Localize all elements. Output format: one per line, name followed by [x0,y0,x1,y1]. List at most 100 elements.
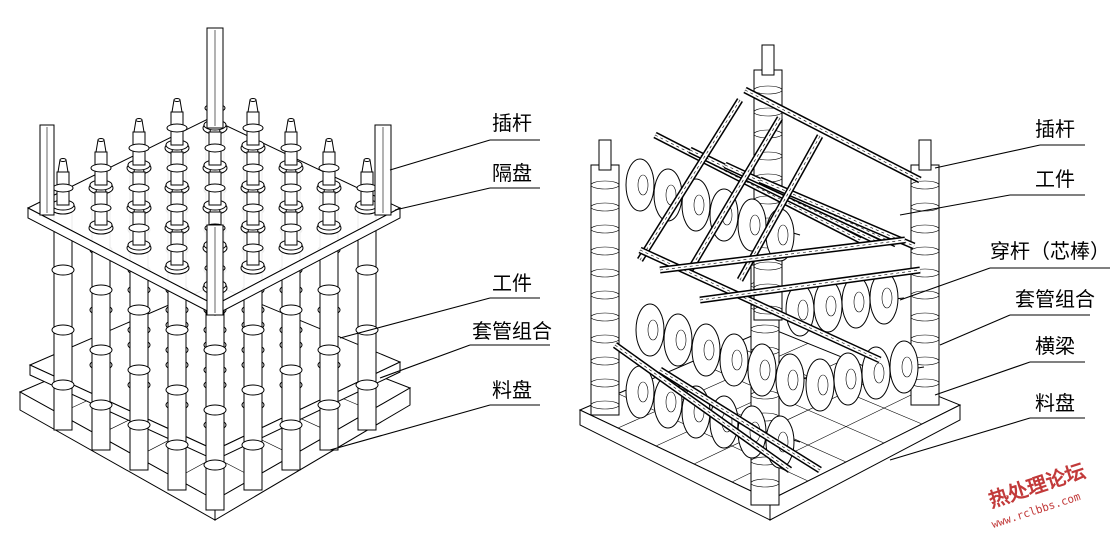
roll-hub [637,174,649,196]
column-ring [127,419,151,431]
column-ring [317,344,341,356]
workpiece-roll [681,178,711,232]
column-ring [127,364,151,376]
cross-beam-inner [688,116,782,272]
workpiece-collar [318,163,340,173]
roll-hub [797,299,809,321]
workpiece-collar [166,163,188,173]
workpiece-column [167,269,187,491]
sleeve-ring [590,290,620,300]
workpiece-collar [52,183,74,193]
right-cross-beams [612,86,922,473]
left-insert-rods [39,27,392,316]
right-label-insert-rod: 插杆 [1035,117,1075,141]
column-ring [317,399,341,411]
roll-hub [881,287,893,309]
column-ring [165,439,189,451]
left-label-separator: 隔盘 [492,161,532,185]
column-ring [51,379,75,391]
workpiece-collar [90,203,112,213]
sleeve-ring [590,180,620,190]
sleeve-ring [753,85,783,95]
column-ring [279,304,303,316]
column-ring [279,364,303,376]
workpiece-collar [318,203,340,213]
roll-hub [731,349,743,371]
workpiece-collar [90,163,112,173]
workpiece-tip-top [97,138,105,142]
column-ring [203,404,227,416]
workpiece-tip-top [59,158,67,162]
column-ring [51,264,75,276]
workpiece-tip-top [287,118,295,122]
roll-hub [817,374,829,396]
insert-rod [918,139,932,171]
column-ring [317,284,341,296]
cross-beam-chain [659,369,821,471]
workpiece-roll [889,340,919,394]
sleeve-ring [590,246,620,256]
column-ring [355,264,379,276]
workpiece-roll [663,313,693,367]
workpiece-column [281,249,301,471]
workpiece-collar [166,123,188,133]
workpiece-roll [833,352,863,406]
workpiece-roll [775,353,805,407]
cross-beam-inner [613,343,792,472]
column-ring [241,384,265,396]
roll-hub [749,214,761,236]
column-ring [203,344,227,356]
sleeve-ring [753,261,783,271]
sleeve-column [590,164,620,416]
workpiece-roll [813,279,843,333]
workpiece-collar [204,143,226,153]
workpiece-roll [805,358,835,412]
left-leader-lines [329,139,550,451]
workpiece-column [357,209,377,431]
right-label-beam: 横梁 [1035,334,1075,358]
workpiece-collar [166,243,188,253]
workpiece-collar [166,203,188,213]
workpiece-roll [869,271,899,325]
roll-hub [703,339,715,361]
left-label-sleeve: 套管组合 [472,319,552,343]
workpiece-roll [635,303,665,357]
roll-hub [665,391,677,413]
workpiece-column [129,249,149,471]
sleeve-ring [910,312,940,322]
sleeve-ring [590,356,620,366]
column-ring [203,459,227,471]
workpiece-column [53,209,73,431]
cross-beam-chain [699,269,921,301]
workpiece-roll [747,343,777,397]
cross-beam-chain [744,89,921,181]
sleeve-ring [590,334,620,344]
insert-rod [761,44,775,76]
column-ring [89,284,113,296]
right-label-mandrel: 穿杆（芯棒） [990,239,1110,263]
column-ring [89,399,113,411]
workpiece-column [319,229,339,451]
right-label-sleeve: 套管组合 [1015,287,1095,311]
workpiece-collar [128,183,150,193]
roll-hub [759,359,771,381]
workpiece-collar [242,123,264,133]
workpiece-column [243,269,263,491]
roll-hub [637,381,649,403]
workpiece-roll [737,198,767,252]
roll-hub [787,369,799,391]
cross-beam-chain [659,239,906,271]
roll-hub [873,362,885,384]
workpiece-column [205,289,225,511]
sleeve-ring [590,268,620,278]
roll-hub [901,356,913,378]
sleeve-ring [910,334,940,344]
workpiece-tip-top [363,158,371,162]
column-ring [165,324,189,336]
cross-beam-chain [759,179,915,247]
right-label-workpiece: 工件 [1035,167,1075,191]
roll-hub [845,368,857,390]
left-label-workpiece: 工件 [492,271,532,295]
sleeve-ring [910,224,940,234]
